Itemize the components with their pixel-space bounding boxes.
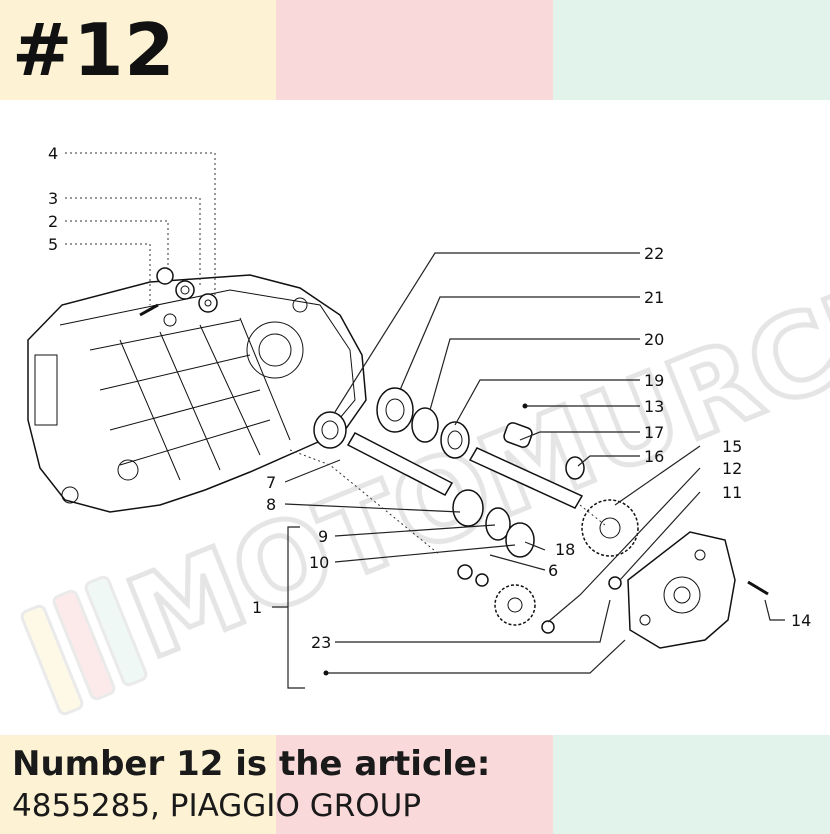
leader-lines (65, 152, 785, 689)
callout-17: 17 (644, 423, 664, 442)
callout-18: 18 (555, 540, 575, 559)
caption-heading: Number 12 is the article: (12, 744, 491, 784)
band-pink (276, 735, 553, 834)
callout-labels: 4 3 2 5 22 21 20 19 13 17 16 15 12 11 14… (48, 144, 811, 652)
callout-7: 7 (266, 473, 276, 492)
band-mint (553, 0, 830, 100)
callout-11: 11 (722, 483, 742, 502)
callout-15: 15 (722, 437, 742, 456)
exploded-parts-diagram: MOTOMURCIA (20, 144, 830, 716)
callout-4: 4 (48, 144, 58, 163)
callout-23: 23 (311, 633, 331, 652)
callout-20: 20 (644, 330, 664, 349)
callout-9: 9 (318, 527, 328, 546)
gearbox-cover (627, 531, 769, 649)
caption-article-number: 4855285, PIAGGIO GROUP (12, 788, 422, 824)
callout-3: 3 (48, 189, 58, 208)
callout-14: 14 (791, 611, 811, 630)
band-pink (276, 0, 553, 100)
callout-5: 5 (48, 235, 58, 254)
callout-19: 19 (644, 371, 664, 390)
callout-8: 8 (266, 495, 276, 514)
callout-1: 1 (252, 598, 262, 617)
footer-color-band (0, 735, 830, 834)
band-yellow (0, 735, 276, 834)
callout-16: 16 (644, 447, 664, 466)
gear-shaft-assembly (313, 387, 639, 634)
parts-2-3-4-5 (139, 267, 218, 317)
callout-10: 10 (309, 553, 329, 572)
callout-22: 22 (644, 244, 664, 263)
callout-6: 6 (548, 561, 558, 580)
callout-12: 12 (722, 459, 742, 478)
part-number-badge: #12 (12, 8, 176, 92)
callout-13: 13 (644, 397, 664, 416)
crankcase-housing (27, 274, 367, 513)
band-yellow (0, 0, 276, 100)
callout-2: 2 (48, 212, 58, 231)
band-mint (553, 735, 830, 834)
header-color-band (0, 0, 830, 100)
callout-21: 21 (644, 288, 664, 307)
